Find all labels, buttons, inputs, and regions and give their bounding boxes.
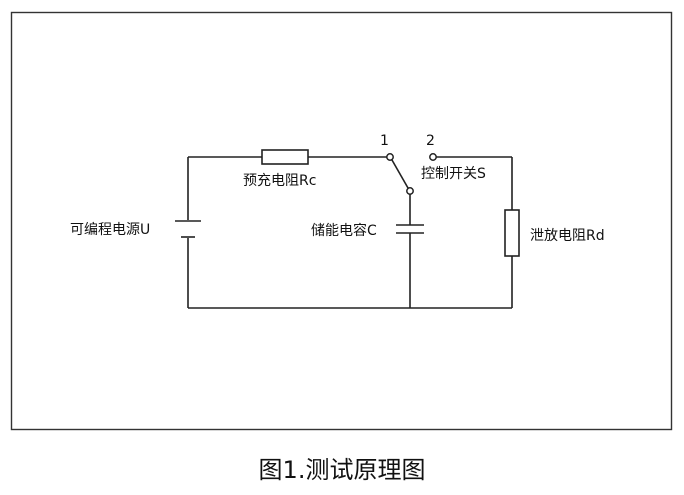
capacitor-label: 储能电容C [311,222,377,239]
diagram-border [10,11,673,431]
discharge-resistor-symbol [504,209,520,257]
figure-caption: 图1.测试原理图 [259,456,426,484]
capacitor-symbol [396,224,424,234]
control-switch-symbol [386,153,437,195]
precharge-resistor-symbol [261,149,309,165]
precharge-resistor-label: 预充电阻Rc [243,173,316,189]
control-switch-label: 控制开关S [421,166,486,182]
discharge-resistor-label: 泄放电阻Rd [530,228,605,244]
source-symbol [175,220,201,238]
circuit-wires [187,156,513,309]
source-label: 可编程电源U [70,222,150,238]
switch-position-2-label: 2 [426,133,435,149]
switch-position-1-label: 1 [380,133,389,149]
